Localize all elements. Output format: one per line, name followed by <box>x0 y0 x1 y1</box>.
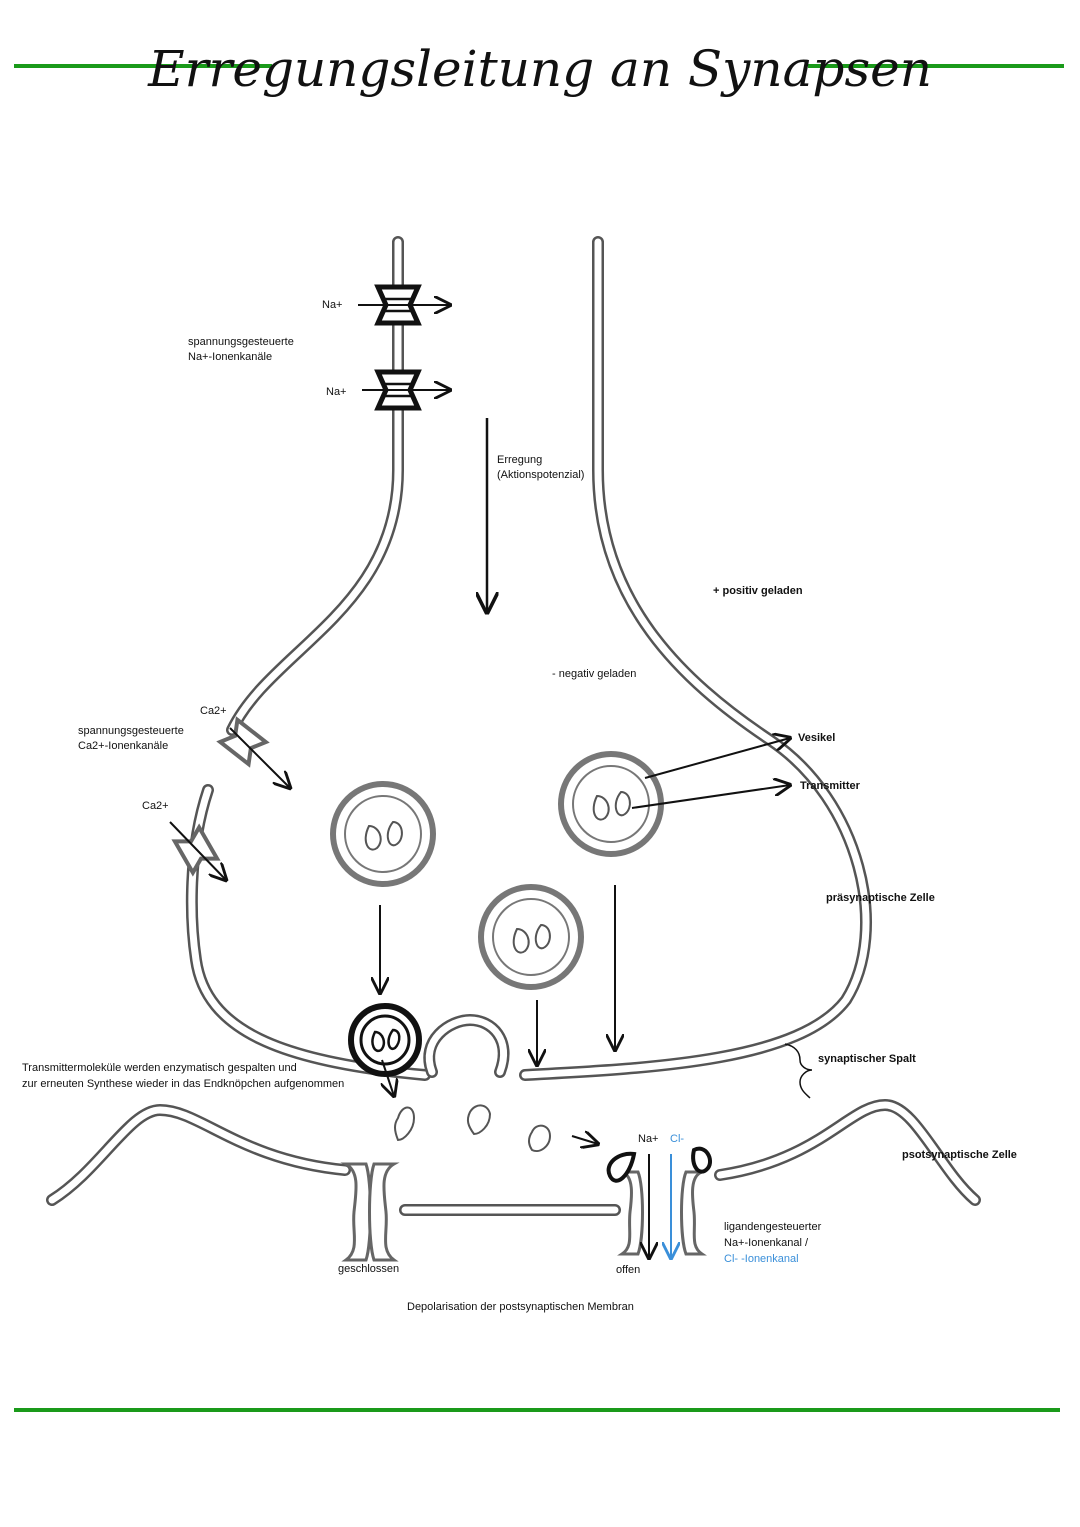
vesicle-pointer <box>644 738 790 779</box>
ligand-label-line3: Cl- -Ionenkanal <box>724 1253 799 1265</box>
excitation-label-line1: Erregung <box>497 454 542 466</box>
na-channels-label-line1: spannungsgesteuerte <box>188 336 294 348</box>
cl-open-label: Cl- <box>670 1133 684 1145</box>
na-label-top: Na+ <box>322 299 343 311</box>
vesicle-label: Vesikel <box>798 732 835 744</box>
release-arrow <box>382 1059 394 1096</box>
ca-label-bottom: Ca2+ <box>142 800 169 812</box>
enzymatic-text-line1: Transmittermoleküle werden enzymatisch g… <box>22 1062 297 1074</box>
synaptic-cleft-label: synaptischer Spalt <box>818 1053 916 1065</box>
ca-channels-label-line1: spannungsgesteuerte <box>78 725 184 737</box>
ligand-label-line1: ligandengesteuerter <box>724 1221 822 1233</box>
cleft-brace-icon <box>784 1043 813 1099</box>
na-channels-label-line2: Na+-Ionenkanäle <box>188 351 272 363</box>
transmitter-1 <box>394 1106 416 1142</box>
na-label-bottom: Na+ <box>326 386 347 398</box>
postsynaptic-membrane <box>46 1099 981 1216</box>
closed-label: geschlossen <box>338 1263 399 1275</box>
negative-charge-label: - negativ geladen <box>552 668 636 680</box>
vesicle-left <box>330 781 436 887</box>
positive-charge-label: + positiv geladen <box>713 585 803 597</box>
vesicle-middle <box>478 884 584 990</box>
binding-arrow <box>571 1136 598 1144</box>
transmitter-2 <box>466 1104 492 1136</box>
na-open-label: Na+ <box>638 1133 659 1145</box>
vesicle-fusing <box>348 1003 422 1077</box>
closed-channel <box>340 1162 400 1262</box>
open-channel <box>606 1146 713 1256</box>
postsynaptic-cell-label: psotsynaptische Zelle <box>902 1149 1017 1161</box>
excitation-label-line2: (Aktionspotenzial) <box>497 469 584 481</box>
open-label: offen <box>616 1264 640 1276</box>
ca-arrow-top <box>229 727 290 788</box>
ligand-label-line2: Na+-Ionenkanal / <box>724 1237 809 1249</box>
enzymatic-text-line2: zur erneuten Synthese wieder in das Endk… <box>22 1078 344 1090</box>
presynaptic-cell-label: präsynaptische Zelle <box>826 892 935 904</box>
transmitter-pointer <box>631 785 790 809</box>
ca-channels-label-line2: Ca2+-Ionenkanäle <box>78 740 168 752</box>
ca-label-top: Ca2+ <box>200 705 227 717</box>
transmitter-molecules <box>394 1104 552 1152</box>
transmitter-label: Transmitter <box>800 780 861 792</box>
ca-arrow-bottom <box>169 821 226 880</box>
vesicle-right <box>558 751 664 857</box>
depolarisation-label: Depolarisation der postsynaptischen Memb… <box>407 1301 634 1313</box>
page-title: Erregungsleitung an Synapsen <box>147 40 932 98</box>
transmitter-3 <box>528 1124 552 1152</box>
